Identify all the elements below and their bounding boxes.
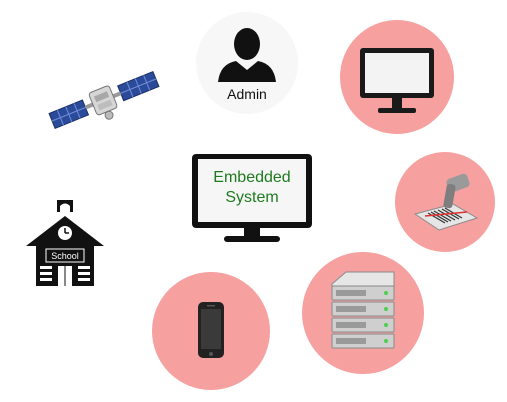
school-building-icon: School: [26, 200, 104, 286]
barcode-scanner-node: [395, 152, 495, 252]
satellite-icon: [48, 70, 160, 130]
admin-person-icon: [218, 28, 276, 82]
admin-node: Admin: [196, 12, 298, 114]
admin-label: Admin: [227, 86, 267, 102]
smartphone-node: [152, 272, 270, 390]
embedded-system-node: Embedded System: [188, 152, 316, 248]
server-rack-icon: [331, 271, 395, 349]
barcode-scanner-icon: [413, 173, 479, 231]
monitor-icon: [360, 48, 434, 113]
satellite-node: [44, 60, 164, 140]
monitor-node: [340, 20, 454, 134]
embedded-system-label: Embedded System: [197, 168, 307, 208]
embedded-label-line2: System: [225, 189, 279, 206]
center-monitor-icon: [192, 154, 312, 242]
embedded-label-line1: Embedded: [213, 169, 291, 186]
server-node: [302, 252, 424, 374]
school-node: School: [14, 186, 124, 296]
smartphone-icon: [198, 302, 224, 358]
school-sign-text: School: [51, 251, 79, 261]
